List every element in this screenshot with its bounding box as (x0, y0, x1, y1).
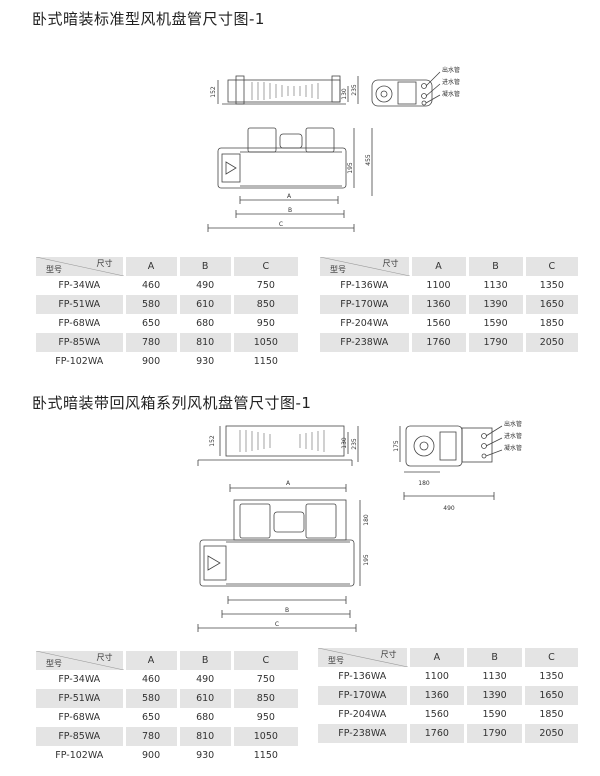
label-drain-pipe: 凝水管 (504, 444, 522, 452)
col-header-a: A (122, 257, 179, 276)
coil-end-view (371, 79, 433, 107)
dim-490: 490 (443, 505, 455, 512)
dim-152: 152 (210, 86, 217, 98)
fan-motor-left (239, 503, 271, 539)
coil-plan-view (199, 539, 355, 587)
section2-title: 卧式暗装带回风箱系列风机盘管尺寸图-1 (32, 394, 312, 412)
fan-motor-right (305, 503, 337, 539)
table-corner-header: 尺寸型号 (318, 648, 408, 667)
col-header-b: B (465, 257, 525, 276)
col-header-a: A (408, 257, 468, 276)
label-outlet-pipe: 出水管 (504, 420, 522, 428)
return-air-box (233, 499, 347, 541)
dim-c: C (275, 621, 279, 628)
dim-235: 235 (351, 438, 358, 450)
dim-455: 455 (365, 154, 372, 166)
col-header-b: B (176, 651, 233, 670)
coil-side-view (227, 79, 341, 103)
dim-130: 130 (341, 437, 348, 449)
label-outlet-pipe: 出水管 (442, 66, 460, 74)
section1-title: 卧式暗装标准型风机盘管尺寸图-1 (32, 10, 265, 28)
col-header-a: A (406, 648, 466, 667)
col-header-c: C (230, 651, 298, 670)
dim-175: 175 (393, 440, 400, 452)
table-row (318, 743, 578, 762)
table-row (320, 352, 578, 371)
section1-drawing: 152 130 235 455 195 A B C 出水管 进水管 凝水管 (207, 66, 460, 232)
dim-a: A (287, 193, 292, 200)
dim-b: B (285, 607, 289, 614)
dim-a: A (286, 480, 291, 487)
table-corner-header: 尺寸型号 (36, 257, 124, 276)
col-header-a: A (122, 651, 179, 670)
dim-235: 235 (351, 84, 358, 96)
dim-152: 152 (209, 435, 216, 447)
col-header-c: C (521, 648, 578, 667)
section2-drawing: 152 130 235 175 180 195 180 490 A B C 出水… (197, 420, 522, 632)
dim-130: 130 (341, 88, 348, 100)
coil-plan-view (217, 147, 347, 189)
coil-side-view (225, 425, 345, 457)
col-header-c: C (522, 257, 578, 276)
dim-c: C (279, 221, 283, 228)
label-inlet-pipe: 进水管 (442, 78, 460, 86)
dim-180-horizontal: 180 (418, 480, 430, 487)
dim-b: B (288, 207, 292, 214)
label-inlet-pipe: 进水管 (504, 432, 522, 440)
dim-180-vertical: 180 (363, 514, 370, 526)
table-corner-header: 尺寸型号 (36, 651, 124, 670)
col-header-b: B (176, 257, 233, 276)
dim-195: 195 (347, 162, 354, 174)
col-header-c: C (230, 257, 298, 276)
label-drain-pipe: 凝水管 (442, 90, 460, 98)
table-corner-header: 尺寸型号 (320, 257, 410, 276)
dim-195: 195 (363, 554, 370, 566)
col-header-b: B (464, 648, 524, 667)
